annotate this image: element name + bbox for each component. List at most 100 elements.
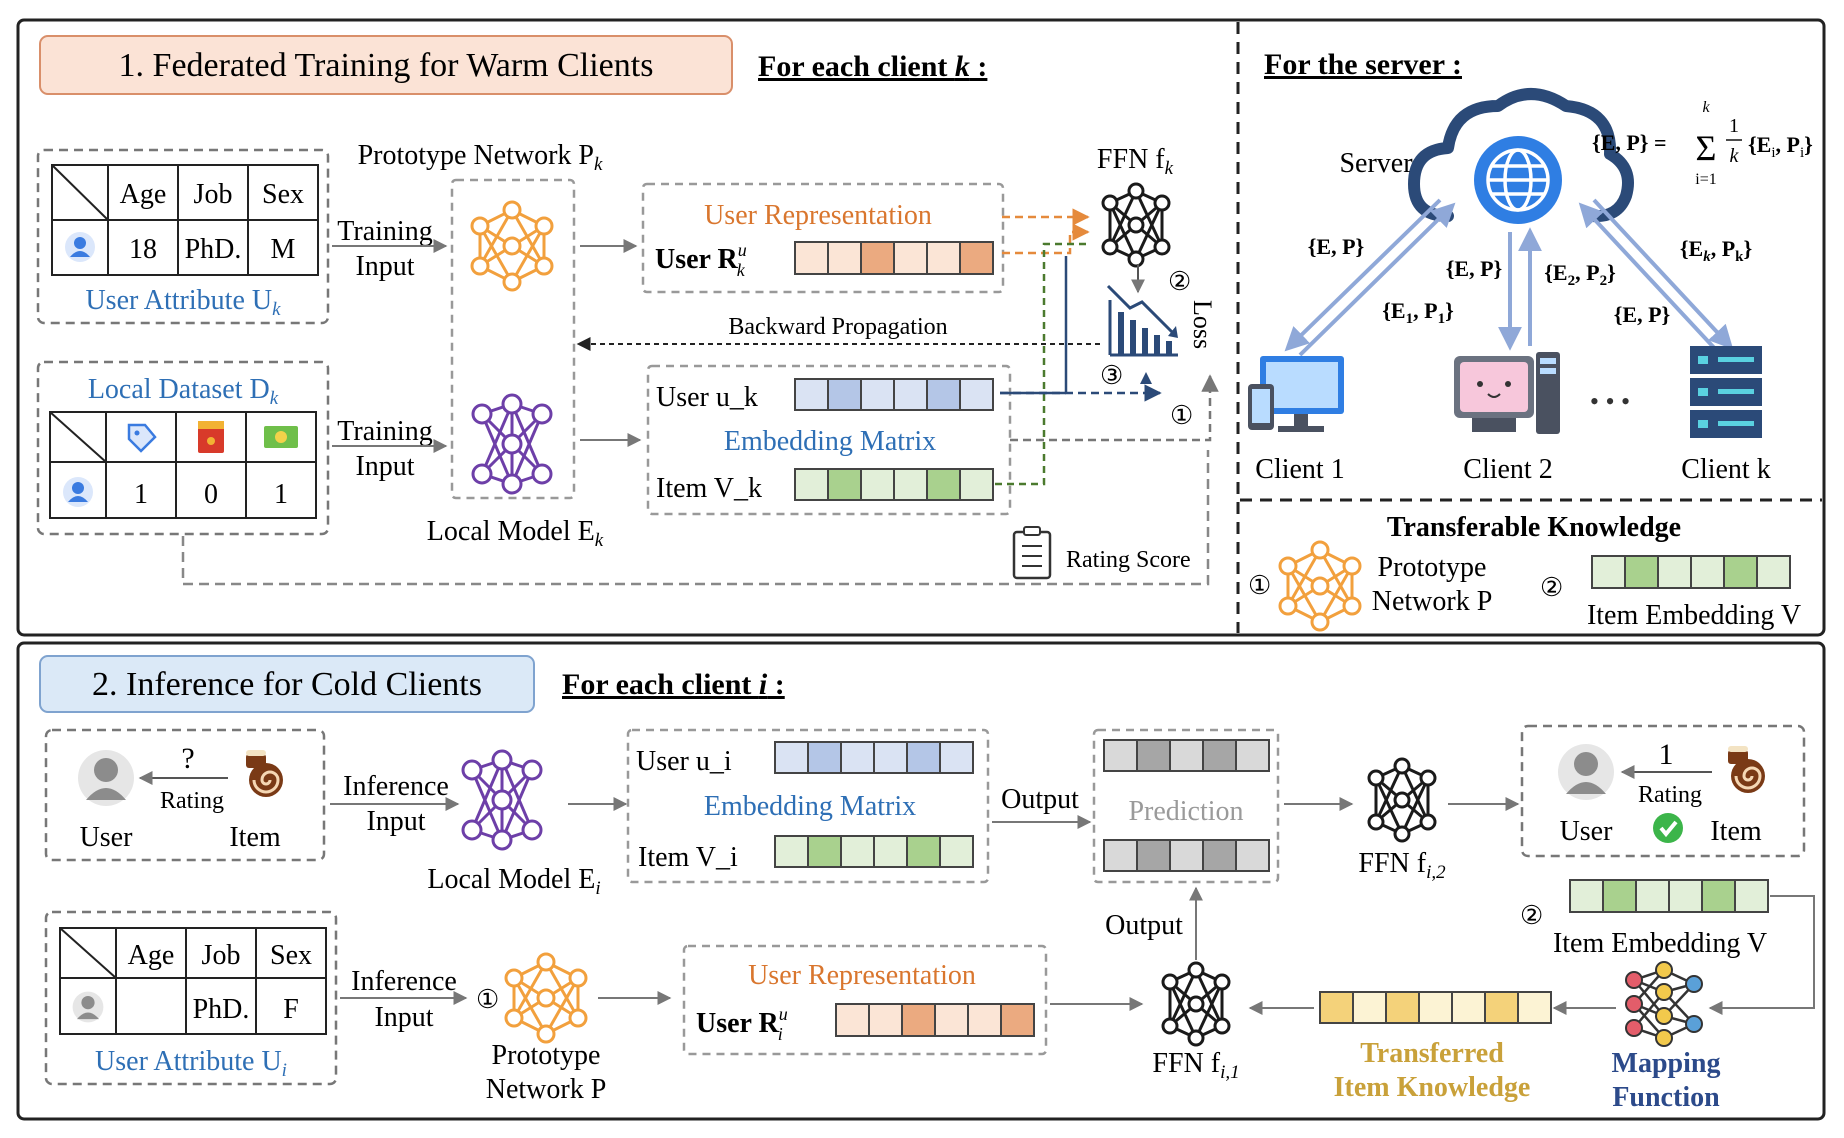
circled-3-loss: ③ [1100, 361, 1123, 390]
table-i-user-icon [72, 991, 104, 1023]
table-i-value-sex: F [283, 994, 299, 1025]
user-representation-label: User Representation [704, 200, 932, 231]
user-attribute-table [51, 164, 319, 276]
tk-item1-line2: Network P [1372, 586, 1493, 617]
local-dataset-table [49, 411, 317, 519]
section2-title-box [39, 655, 535, 713]
tag-item-icon [127, 423, 157, 453]
tk-item1-line1: Prototype [1378, 552, 1487, 583]
user-attribute-i-label: User Attribute Ui [95, 1046, 287, 1081]
item-embedding-vector [794, 468, 994, 501]
output-1-label: Output [1001, 784, 1079, 815]
clipboard-icon [1012, 526, 1052, 580]
tk-prototype-network-icon [1278, 540, 1362, 632]
rating-score-line [181, 450, 1210, 586]
section1-client-header: For each client k : [758, 50, 987, 83]
training-input-2-line2: Input [355, 451, 414, 482]
rep-to-ffn-arrow-2 [1002, 223, 1090, 255]
training-input-1-line2: Input [355, 251, 414, 282]
clients-ellipsis: • • • [1590, 387, 1630, 416]
arrow-label-ep-mid: {E, P} [1446, 256, 1502, 281]
model-box [450, 178, 576, 500]
user-representation-i-label: User Representation [748, 960, 976, 991]
table-value-job: PhD. [185, 234, 242, 265]
section2-item-embedding-vector [1569, 879, 1769, 913]
top-panel-frame [16, 18, 1826, 637]
query-item-icon [244, 748, 285, 799]
embedding-matrix-label: Embedding Matrix [724, 426, 936, 457]
arrow-label-e2p2: {E2, P2} [1544, 260, 1615, 289]
item-embedding-num: ② [1520, 901, 1543, 930]
mapping-function-icon [1625, 961, 1703, 1047]
result-rating-value: 1 [1659, 738, 1674, 771]
table-i-header-age: Age [128, 940, 175, 971]
ffn-i1-icon [1161, 961, 1231, 1047]
arrow-label-ep-left: {E, P} [1308, 234, 1364, 259]
prediction-vector-bottom [1103, 839, 1270, 872]
server-label: Server [1339, 148, 1413, 179]
inference-input-2-line1: Inference [351, 966, 457, 997]
training-input-2-line1: Training [337, 416, 432, 447]
query-user-label: User [80, 822, 134, 853]
local-dataset-label: Local Dataset Dk [88, 374, 279, 409]
emb-to-loss-arrow [1010, 374, 1219, 442]
embedding-matrix-i-label: Embedding Matrix [704, 791, 916, 822]
table-header-sex: Sex [262, 179, 304, 210]
result-user-icon [1558, 744, 1614, 800]
table-value-sex: M [271, 234, 296, 265]
client-2-label: Client 2 [1463, 454, 1552, 485]
local-model-i-icon [461, 749, 543, 851]
local-model-label: Local Model Ek [427, 516, 604, 551]
bottom-panel-frame [16, 641, 1826, 1121]
loss-label: Loss [1188, 300, 1217, 349]
client1-computer-icon [1248, 356, 1344, 432]
prototype-network-label: Prototype Network Pk [358, 140, 603, 175]
section2-client-header: For each client i : [562, 668, 785, 701]
tk-item2-label: Item Embedding V [1587, 600, 1801, 631]
user-representation-i-vector [835, 1003, 1035, 1037]
mapping-function-line2: Function [1612, 1082, 1720, 1113]
training-input-1-line1: Training [337, 216, 432, 247]
svg-text:{Ei, Pi}: {Ei, Pi} [1748, 132, 1813, 161]
server-to-clientk-arrow [1592, 198, 1734, 350]
transferable-knowledge-title: Transferable Knowledge [1387, 512, 1681, 543]
table-i-header-job: Job [202, 940, 241, 971]
dataset-value-2: 0 [204, 479, 218, 510]
rating-result-box [1520, 724, 1806, 858]
table-header-age: Age [120, 179, 167, 210]
check-icon [1653, 813, 1683, 843]
cloud-server-icon [1408, 88, 1634, 224]
tk-item-embedding-vector [1591, 555, 1791, 589]
clientk-server-rack-icon [1690, 346, 1762, 438]
item-embedding-i-vector [774, 835, 974, 868]
gift-item-icon [198, 421, 224, 453]
dataset-value-3: 1 [274, 479, 288, 510]
circled-1-loss: ① [1170, 401, 1193, 430]
ffn-i1-label: FFN fi,1 [1152, 1048, 1239, 1083]
prototype-i-line2: Network P [486, 1074, 607, 1105]
inference-input-1-line1: Inference [343, 771, 449, 802]
user-attribute-box [36, 148, 330, 325]
user-avatar-icon [65, 232, 95, 262]
user-attribute-i-box [44, 910, 338, 1086]
section1-title-box [39, 35, 733, 95]
circled-2-ffn: ② [1168, 267, 1191, 296]
local-model-icon [471, 393, 553, 495]
item-embedding-to-mapping-arrow [1708, 895, 1815, 1015]
backward-propagation-label: Backward Propagation [728, 314, 947, 340]
svg-text:k: k [1730, 145, 1740, 167]
result-item-icon [1726, 744, 1767, 795]
user-attribute-label: User Attribute Uk [85, 285, 281, 320]
svg-text:Σ: Σ [1696, 128, 1717, 168]
prototype-i-line1: Prototype [492, 1040, 601, 1071]
client1-to-server-arrow [1298, 202, 1456, 357]
result-item-label: Item [1710, 816, 1762, 847]
item-to-ffn-arrow [995, 242, 1090, 486]
rating-score-label: Rating Score [1066, 547, 1191, 573]
server-header: For the server : [1264, 48, 1462, 81]
ffn-i2-label: FFN fi,2 [1358, 848, 1446, 883]
prediction-label: Prediction [1128, 796, 1243, 827]
table-header-job: Job [194, 179, 233, 210]
svg-text:{E, P} =: {E, P} = [1592, 130, 1667, 155]
